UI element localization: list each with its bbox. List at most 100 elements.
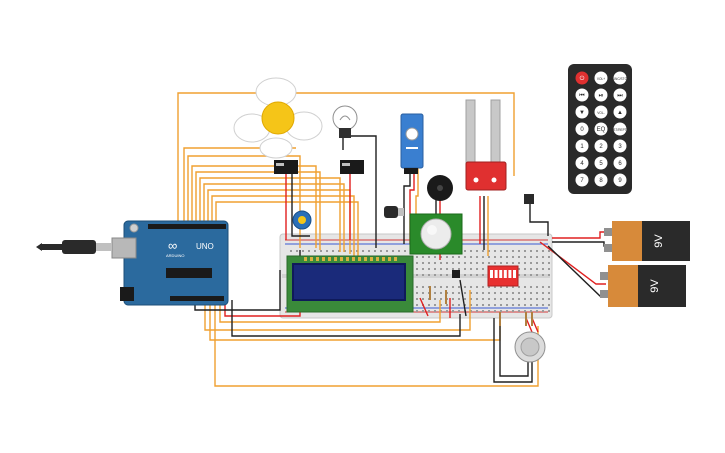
remote-key[interactable]: [575, 139, 589, 153]
breadboard-hole: [542, 310, 544, 312]
breadboard-hole: [542, 262, 544, 264]
breadboard-hole: [422, 298, 424, 300]
remote-key[interactable]: [575, 88, 589, 102]
remote-key-label: ⏭: [617, 93, 623, 99]
breadboard-hole: [536, 298, 538, 300]
arduino-uno-board[interactable]: ∞ UNO ARDUINO: [111, 220, 229, 306]
breadboard-hole: [428, 262, 430, 264]
remote-key[interactable]: [594, 105, 608, 119]
remote-key[interactable]: [594, 122, 608, 136]
breadboard-hole: [434, 310, 436, 312]
remote-key[interactable]: [613, 122, 627, 136]
pir-sensor-icon[interactable]: [409, 213, 463, 255]
dip-switch-key[interactable]: [508, 270, 512, 278]
breadboard-hole: [452, 310, 454, 312]
breadboard-hole: [542, 286, 544, 288]
breadboard-hole: [380, 250, 382, 252]
battery-2[interactable]: 9V: [600, 265, 686, 307]
breadboard-hole: [440, 274, 442, 276]
breadboard-hole: [506, 310, 508, 312]
breadboard-hole: [464, 292, 466, 294]
gas-sensor-icon[interactable]: [514, 331, 546, 363]
remote-key[interactable]: [594, 173, 608, 187]
breadboard-hole: [530, 304, 532, 306]
breadboard-hole: [518, 268, 520, 270]
dip-switch-key[interactable]: [490, 270, 493, 278]
remote-key-label: FUNC/STOP: [611, 77, 629, 81]
breadboard-hole: [494, 310, 496, 312]
remote-key[interactable]: [575, 71, 589, 85]
breadboard-hole: [470, 310, 472, 312]
breadboard-hole: [398, 250, 400, 252]
remote-key[interactable]: [575, 105, 589, 119]
dip-switch-icon[interactable]: [487, 265, 519, 287]
breadboard-hole: [536, 268, 538, 270]
remote-key[interactable]: [613, 173, 627, 187]
breadboard-hole: [416, 256, 418, 258]
breadboard-hole: [422, 262, 424, 264]
fan-icon: [233, 77, 323, 159]
remote-key[interactable]: [594, 156, 608, 170]
lcd-pin: [364, 257, 367, 261]
breadboard-hole: [476, 274, 478, 276]
lcd-pin: [328, 257, 331, 261]
remote-key[interactable]: [613, 71, 627, 85]
battery-1[interactable]: 9V: [604, 221, 690, 261]
remote-key-label: 3: [618, 144, 622, 150]
remote-key[interactable]: [575, 173, 589, 187]
remote-key-label: 2: [599, 144, 603, 150]
breadboard-hole: [500, 262, 502, 264]
dip-switch-key[interactable]: [494, 270, 498, 278]
remote-key[interactable]: [575, 122, 589, 136]
remote-key-label: 5: [599, 161, 603, 167]
relay-2[interactable]: [340, 160, 364, 174]
breadboard-hole: [374, 250, 376, 252]
breadboard-hole: [524, 256, 526, 258]
breadboard-hole: [446, 268, 448, 270]
dip-switch-key[interactable]: [499, 270, 503, 278]
breadboard-hole: [500, 310, 502, 312]
remote-key[interactable]: [613, 139, 627, 153]
dip-switch-key[interactable]: [513, 270, 516, 278]
breadboard-hole: [524, 292, 526, 294]
remote-key-label: ⏯: [599, 93, 604, 99]
breadboard-hole: [416, 262, 418, 264]
remote-key[interactable]: [594, 71, 608, 85]
remote-key[interactable]: [575, 156, 589, 170]
relay-1[interactable]: [274, 160, 298, 174]
breadboard-hole: [446, 256, 448, 258]
breadboard-hole: [464, 304, 466, 306]
breadboard-hole: [458, 298, 460, 300]
servo-icon[interactable]: [400, 113, 424, 174]
lcd-pin: [310, 257, 313, 261]
remote-key[interactable]: [613, 88, 627, 102]
remote-key[interactable]: [613, 156, 627, 170]
remote-key[interactable]: [613, 105, 627, 119]
breadboard-hole: [524, 268, 526, 270]
remote-key[interactable]: [594, 139, 608, 153]
potentiometer-icon[interactable]: [292, 210, 312, 230]
breadboard-hole: [530, 274, 532, 276]
lcd-display[interactable]: [286, 255, 414, 313]
remote-key-label: 7: [580, 178, 584, 184]
breadboard-hole: [476, 256, 478, 258]
breadboard-hole: [512, 304, 514, 306]
breadboard-hole: [506, 262, 508, 264]
breadboard-hole: [542, 304, 544, 306]
transistor: [452, 270, 460, 278]
breadboard-hole: [470, 292, 472, 294]
breadboard-hole: [428, 256, 430, 258]
breadboard-hole: [434, 274, 436, 276]
breadboard-hole: [446, 274, 448, 276]
pushbutton[interactable]: [524, 194, 534, 204]
breadboard-hole: [536, 286, 538, 288]
breadboard-hole: [500, 250, 502, 252]
dip-switch-key[interactable]: [503, 270, 507, 278]
breadboard-hole: [524, 274, 526, 276]
remote-key[interactable]: [594, 88, 608, 102]
soil-moisture-icon[interactable]: [465, 99, 507, 191]
breadboard-hole: [464, 298, 466, 300]
battery-1-label: 9V: [653, 234, 665, 248]
buzzer-icon[interactable]: [427, 175, 453, 201]
